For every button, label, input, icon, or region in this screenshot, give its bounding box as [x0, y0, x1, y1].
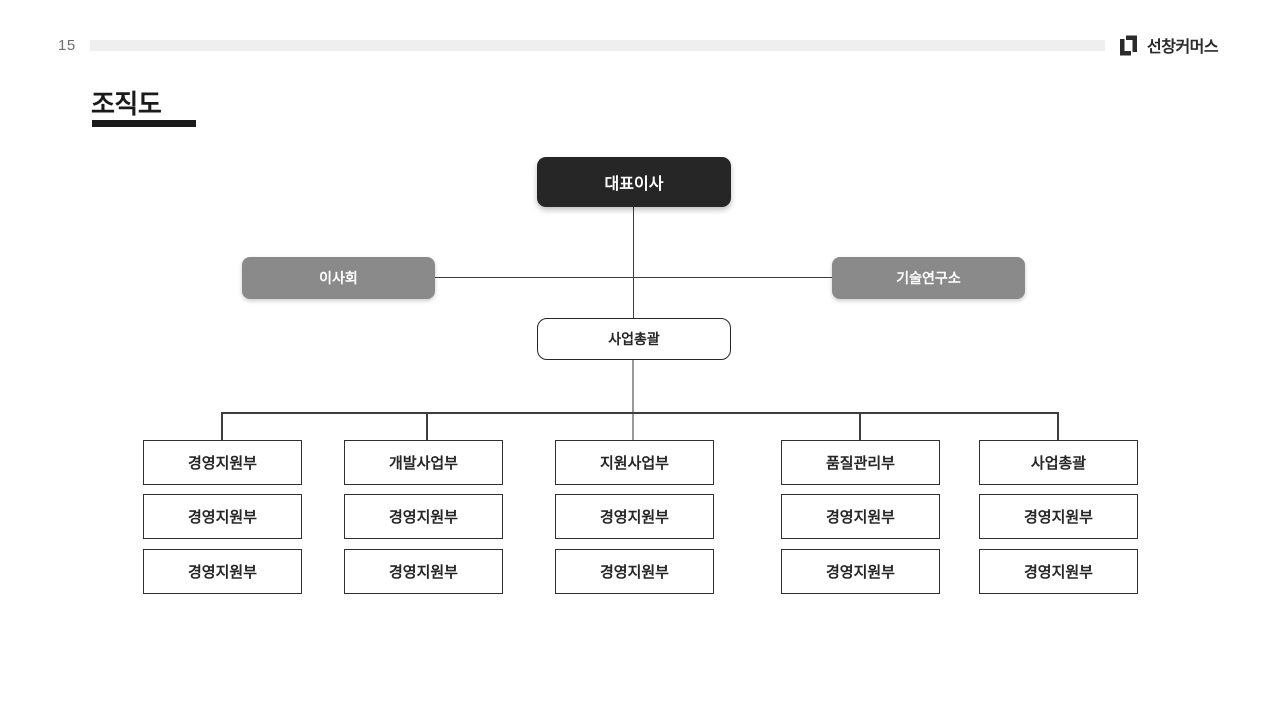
org-box-ceo: 대표이사: [537, 157, 731, 207]
org-box-general: 사업총괄: [537, 318, 731, 360]
header-divider-bar: [90, 40, 1105, 51]
org-box-dept-sub: 경영지원부: [344, 494, 503, 539]
org-box-dept-sub: 경영지원부: [344, 549, 503, 594]
org-box-board: 이사회: [242, 257, 435, 299]
connector-branch-col4: [859, 412, 861, 440]
org-box-dept-sub: 경영지원부: [143, 494, 302, 539]
org-box-dept-head: 경영지원부: [143, 440, 302, 485]
page-number: 15: [58, 37, 76, 54]
bracket-square-logo-icon: [1117, 34, 1140, 57]
org-box-dept-sub: 경영지원부: [555, 549, 714, 594]
connector-distributor: [221, 412, 1059, 414]
title-underline: [92, 120, 196, 127]
org-box-tech-institute: 기술연구소: [832, 257, 1025, 299]
org-box-dept-head: 품질관리부: [781, 440, 940, 485]
org-box-dept-sub: 경영지원부: [781, 549, 940, 594]
brand-logo: 선창커머스: [1117, 33, 1219, 57]
org-box-dept-sub: 경영지원부: [143, 549, 302, 594]
connector-board-to-tech: [435, 277, 832, 278]
brand-name: 선창커머스: [1147, 39, 1219, 56]
connector-ceo-to-general: [633, 207, 634, 318]
connector-branch-col1: [221, 412, 223, 440]
org-box-dept-head: 사업총괄: [979, 440, 1138, 485]
org-box-dept-sub: 경영지원부: [979, 549, 1138, 594]
connector-general-to-grid: [632, 360, 634, 440]
org-box-dept-sub: 경영지원부: [979, 494, 1138, 539]
org-box-dept-head: 지원사업부: [555, 440, 714, 485]
connector-branch-col5: [1057, 412, 1059, 440]
connector-branch-col2: [426, 412, 428, 440]
org-box-dept-sub: 경영지원부: [781, 494, 940, 539]
page-title: 조직도: [91, 89, 162, 119]
org-box-dept-sub: 경영지원부: [555, 494, 714, 539]
org-box-dept-head: 개발사업부: [344, 440, 503, 485]
